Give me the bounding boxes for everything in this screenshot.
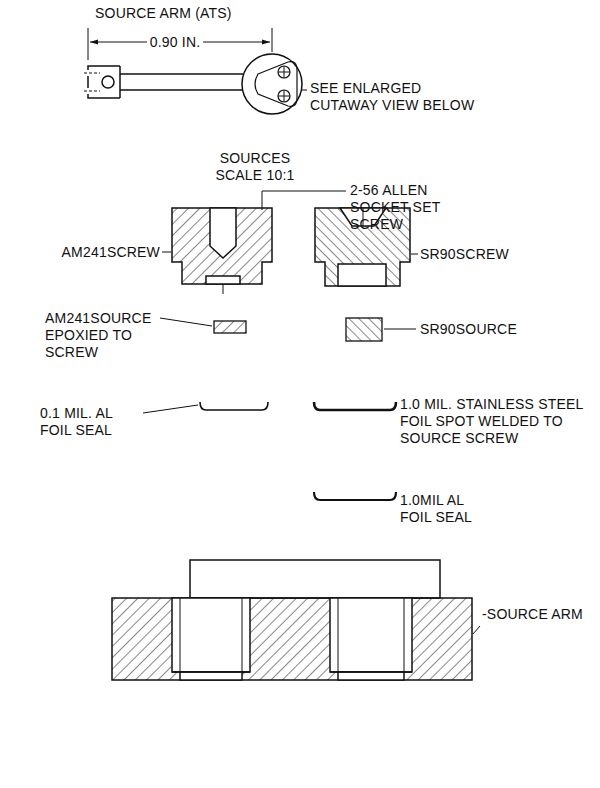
sources — [214, 318, 382, 341]
drawing-title: SOURCE ARM (ATS) — [95, 5, 295, 22]
arm-plan-view — [278, 90, 290, 102]
part-label: -SOURCE ARM — [482, 606, 583, 623]
foil-seals — [314, 402, 396, 410]
arm-plan-view — [302, 90, 307, 91]
arm-plan-view — [119, 66, 121, 98]
leader-lines — [162, 252, 171, 253]
am241-screw — [206, 276, 240, 284]
sources — [346, 318, 382, 341]
source-arm-section — [404, 598, 405, 672]
callout-note: SEE ENLARGED CUTAWAY VIEW BELOW — [310, 80, 480, 114]
arm-plan-view — [284, 90, 285, 102]
source-arm-section — [112, 560, 472, 680]
arm-plan-view — [84, 91, 100, 92]
am241-screw — [172, 208, 272, 294]
source-arm-section — [338, 672, 404, 680]
part-label: 0.1 MIL. AL FOIL SEAL — [40, 405, 142, 439]
source-arm-section — [330, 671, 412, 673]
arm-plan-view — [278, 66, 290, 78]
source-arm-section — [172, 598, 250, 672]
am241-screw — [172, 208, 272, 284]
arm-plan-view — [120, 73, 243, 75]
source-arm-section — [338, 598, 339, 672]
source-arm-section — [180, 672, 242, 680]
source-arm-section — [180, 598, 181, 672]
leader-lines — [473, 626, 480, 634]
part-label: SR90SCREW — [420, 246, 540, 263]
foil-seals — [200, 402, 268, 410]
arm-plan-view — [88, 28, 89, 60]
part-label: 2-56 ALLEN SOCKET SET SCREW — [350, 182, 454, 233]
arm-plan-view — [84, 28, 307, 114]
part-label: 1.0MIL AL FOIL SEAL — [400, 492, 490, 526]
sources — [214, 321, 246, 333]
am241-screw — [223, 284, 224, 294]
source-arm-section — [330, 598, 412, 672]
part-label: 1.0 MIL. STAINLESS STEEL FOIL SPOT WELDE… — [400, 396, 590, 447]
arm-plan-view — [255, 62, 297, 107]
leader-lines — [384, 329, 416, 330]
foil-seals — [314, 492, 396, 500]
arm-plan-view — [272, 28, 273, 52]
arm-plan-view — [284, 66, 285, 78]
source-arm-section — [112, 598, 472, 680]
arm-plan-view — [120, 89, 243, 91]
am241-screw — [210, 208, 236, 258]
source-arm-section — [190, 560, 440, 598]
arm-plan-view — [88, 66, 120, 98]
leader-lines — [143, 405, 198, 413]
arm-plan-view — [84, 73, 100, 74]
leader-lines — [262, 191, 346, 210]
view-title: SOURCES SCALE 10:1 — [207, 150, 303, 184]
arm-plan-view — [102, 76, 114, 88]
source-arm-section — [242, 598, 243, 672]
sr90-screw — [338, 264, 386, 286]
source-arm-section — [172, 671, 250, 673]
foil-seals — [200, 402, 396, 500]
leader-lines — [411, 254, 418, 255]
part-label: SR90SOURCE — [420, 321, 550, 338]
part-label: AM241SCREW — [40, 244, 160, 261]
arm-plan-view — [242, 54, 302, 114]
part-label: AM241SOURCE EPOXIED TO SCREW — [45, 310, 157, 361]
dimension: 0.90 IN. — [147, 34, 204, 51]
leader-lines — [160, 318, 212, 326]
